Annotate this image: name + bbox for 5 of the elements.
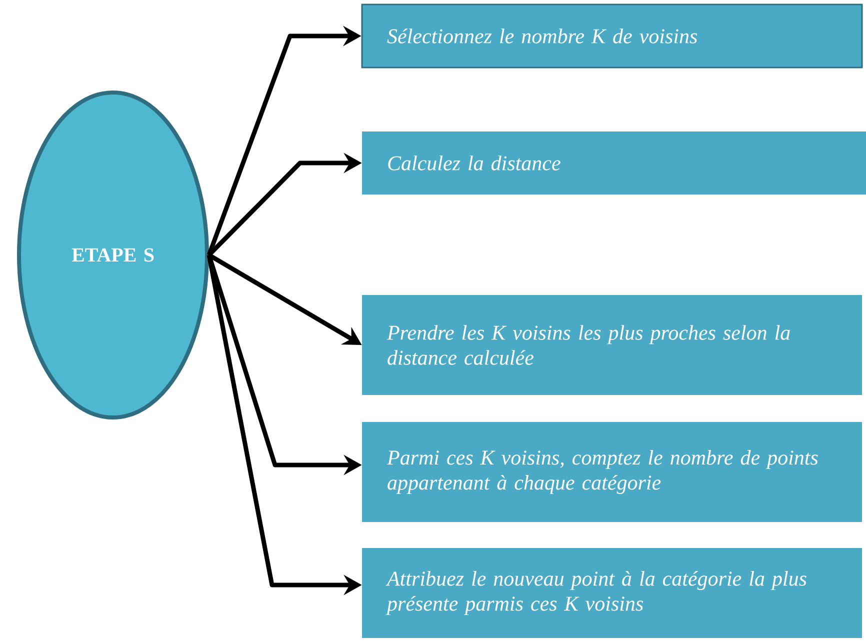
step-box: Sélectionnez le nombre K de voisins	[361, 4, 863, 68]
step-box: Attribuez le nouveau point à la catégorie la plus présente parmis ces K voisins	[362, 548, 862, 638]
step-box: Parmi ces K voisins, comptez le nombre de points appartenant à chaque catégorie	[362, 422, 862, 522]
step-box: Prendre les K voisins les plus proches selon la distance calculée	[362, 295, 862, 395]
step-box: Calculez la distance	[362, 132, 866, 194]
